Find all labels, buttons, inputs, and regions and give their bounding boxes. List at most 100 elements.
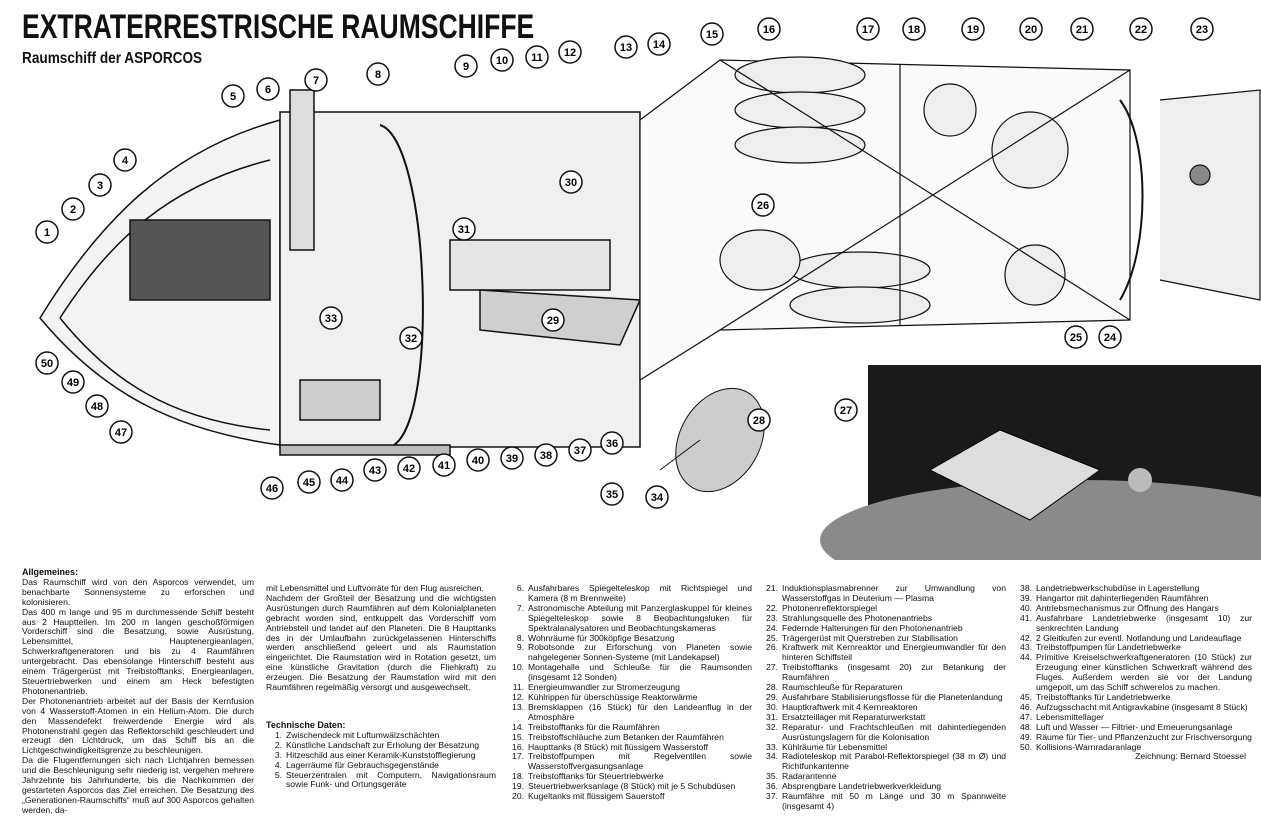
callout-number: 31	[458, 224, 470, 236]
callout-circle	[88, 173, 112, 197]
callout-number: 4	[122, 155, 129, 167]
callout-circle	[363, 458, 387, 482]
callout-circle	[35, 351, 59, 375]
callout-circle	[1098, 325, 1122, 349]
item-text: Kollisions-Warnradaranlage	[1036, 741, 1142, 752]
callout-number: 39	[506, 453, 518, 465]
item-number: 20.	[512, 791, 524, 802]
callout-number: 35	[606, 489, 618, 501]
callout-9: 9	[454, 54, 478, 78]
item-text: Wohnräume für 300köpfige Besatzung	[528, 632, 675, 643]
item-number: 30.	[766, 701, 778, 712]
callout-number: 22	[1135, 24, 1147, 36]
technical-item: 50.Kollisions-Warnradaranlage	[1016, 741, 1252, 753]
item-text: Reparatur- und Frachtschleußen mit dahin…	[782, 721, 1006, 742]
item-number: 26.	[766, 642, 778, 653]
item-number: 35.	[766, 771, 778, 782]
item-text: Kraftwerk mit Kernreaktor und Energieumw…	[782, 642, 1006, 663]
callout-circle	[534, 443, 558, 467]
callout-30: 30	[559, 170, 583, 194]
technical-item: 43. Treibstoffpumpen für Landetriebwerke	[1016, 643, 1252, 653]
callout-14: 14	[647, 32, 671, 56]
item-number: 16.	[512, 741, 524, 752]
callout-circle	[454, 54, 478, 78]
technical-item: 15.Treibstoffschläuche zum Betanken der …	[508, 731, 752, 743]
technical-item: 14.Treibstofftanks für die Raumfähren	[508, 721, 752, 733]
callout-number: 20	[1025, 24, 1037, 36]
item-text: Steuerzentralen mit Computern, Navigatio…	[286, 769, 496, 790]
callout-number: 29	[547, 315, 559, 327]
callout-number: 9	[463, 61, 469, 73]
callout-number: 28	[753, 415, 765, 427]
item-number: 14.	[512, 721, 524, 732]
callout-number: 12	[564, 47, 576, 59]
technical-item: 32.Reparatur- und Frachtschleußen mit da…	[762, 721, 1006, 743]
item-number: 43.	[1020, 642, 1032, 653]
callout-number: 24	[1104, 332, 1117, 344]
callout-35: 35	[600, 482, 624, 506]
item-number: 25.	[766, 632, 778, 643]
item-number: 29.	[766, 691, 778, 702]
callout-44: 44	[330, 468, 354, 492]
technical-item: 17.Treibstoffpumpen mit Regelventilen so…	[508, 752, 752, 772]
callout-number: 7	[313, 75, 319, 87]
item-text: Hangartor mit dahinterliegenden Raumfähr…	[1036, 592, 1209, 603]
technical-item: 12.Kühlrippen für überschüssige Reaktorw…	[508, 692, 752, 703]
technical-item: 16.Haupttanks (8 Stück) mit flüssigem Wa…	[508, 741, 752, 753]
technical-item: 45.Treibstofftanks für Landetriebwerke	[1016, 692, 1252, 703]
item-number: 18.	[512, 771, 524, 782]
inset-planet-scene	[820, 365, 1261, 560]
item-text: Treibstofftanks (insgesamt 20) zur Betan…	[782, 662, 1006, 683]
technical-item: 2.Künstliche Landschaft zur Erholung der…	[266, 739, 496, 751]
callout-37: 37	[568, 438, 592, 462]
callout-circle	[856, 17, 880, 41]
callout-3: 3	[88, 173, 112, 197]
callout-circle	[558, 40, 582, 64]
item-number: 3.	[274, 749, 282, 760]
item-text: Raumschleuße für Reparaturen	[782, 682, 903, 693]
callout-36: 36	[600, 431, 624, 455]
technical-item: 7.Astronomische Abteilung mit Panzerglas…	[508, 603, 752, 634]
item-text: Treibstoffschläuche zum Betanken der Rau…	[528, 731, 724, 742]
technical-list-38-50: 38.Landetriebwerkschubdüse in Lagerstell…	[1016, 583, 1252, 753]
callout-number: 3	[97, 180, 103, 192]
callout-46: 46	[260, 476, 284, 500]
callout-number: 21	[1076, 24, 1088, 36]
callout-number: 19	[967, 24, 979, 36]
callout-29: 29	[541, 308, 565, 332]
callout-5: 5	[221, 84, 245, 108]
callout-circle	[297, 470, 321, 494]
item-text: Strahlungsquelle des Photonenantriebs	[782, 612, 933, 623]
item-number: 24.	[766, 622, 778, 633]
callout-number: 25	[1070, 332, 1082, 344]
callout-circle	[1190, 17, 1214, 41]
technical-item: 6.Ausfahrbares Spiegelteleskop mit Richt…	[508, 583, 752, 604]
callout-circle	[61, 370, 85, 394]
technical-item: 10.Montagehalle und Schleuße für die Rau…	[508, 662, 752, 683]
technical-item: 34.Radioteleskop mit Parabol-Reflektorsp…	[762, 752, 1006, 772]
technical-item: 37.Raumfähre mit 50 m Länge und 30 m Spa…	[762, 791, 1006, 812]
item-text: Treibstoffpumpen für Landetriebwerke	[1036, 642, 1181, 653]
item-text: Zwischendeck mit Luftumwälzschächten	[286, 729, 440, 740]
item-text: Primitive Kreiselschwerkraftgeneratoren …	[1036, 652, 1252, 693]
callout-circle	[834, 398, 858, 422]
technical-item: 9.Robotsonde zur Erforschung von Planete…	[508, 643, 752, 663]
item-text: Ausfahrbares Spiegelteleskop mit Richtsp…	[528, 583, 752, 603]
item-number: 49.	[1020, 731, 1032, 742]
callout-circle	[747, 408, 771, 432]
callout-47: 47	[109, 420, 133, 444]
callout-45: 45	[297, 470, 321, 494]
callout-number: 36	[606, 438, 618, 450]
callout-circle	[61, 197, 85, 221]
technical-list-21-37: 21.Induktionsplasmabrenner zur Umwandlun…	[762, 583, 1006, 812]
item-number: 31.	[766, 711, 778, 722]
callout-42: 42	[397, 456, 421, 480]
technical-item: 33.Kühlräume für Lebensmittel	[762, 742, 1006, 753]
callout-number: 16	[763, 24, 775, 36]
item-text: Künstliche Landschaft zur Erholung der B…	[286, 739, 480, 750]
callout-32: 32	[399, 326, 423, 350]
callout-27: 27	[834, 398, 858, 422]
item-text: Ersatzteillager mit Reparaturwerkstatt	[782, 711, 926, 722]
callout-circle	[35, 220, 59, 244]
